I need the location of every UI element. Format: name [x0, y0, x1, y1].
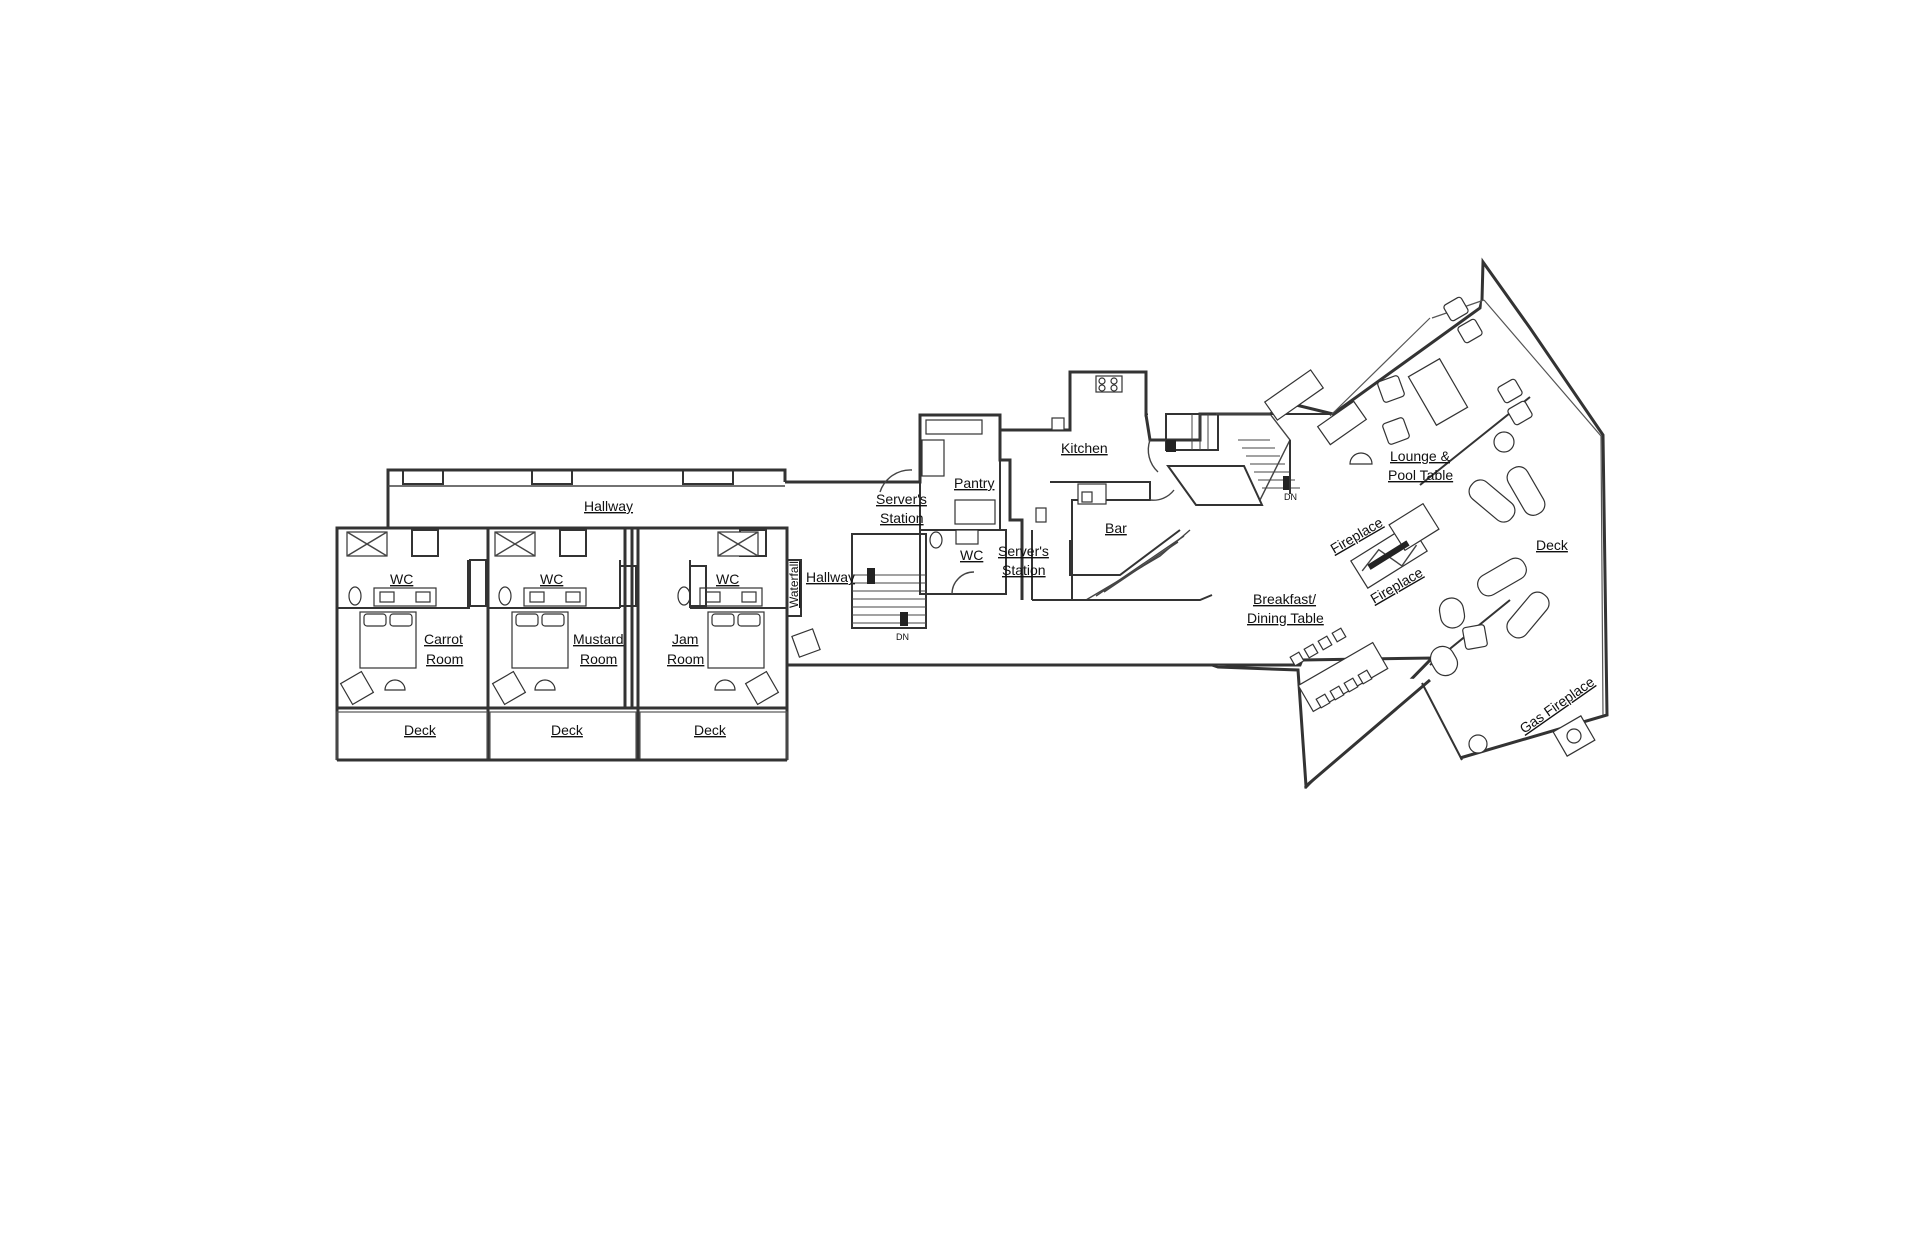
label-servers-station-b-line2: Station: [1002, 562, 1046, 578]
label-servers-station-b-line1: Server's: [998, 543, 1049, 559]
bedroom-furniture: [339, 611, 780, 706]
label-hallway-mid: Hallway: [806, 569, 855, 585]
label-servers-station-a-line1: Server's: [876, 491, 927, 507]
west-wing-walls: [335, 468, 789, 762]
label-servers-station-a-line2: Station: [880, 510, 924, 526]
label-wc-mid: WC: [960, 547, 983, 563]
label-wc-carrot: WC: [390, 571, 413, 587]
label-wc-mustard: WC: [540, 571, 563, 587]
label-waterfall: Waterfall: [787, 561, 801, 608]
label-deck-2: Deck: [551, 722, 584, 738]
bathroom-fixtures: [346, 531, 763, 607]
central-section: [785, 413, 1212, 667]
label-jam-room-line2: Room: [667, 651, 704, 667]
label-dn-east: DN: [1284, 492, 1297, 502]
label-deck-3: Deck: [694, 722, 727, 738]
label-hallway-top: Hallway: [584, 498, 633, 514]
label-kitchen: Kitchen: [1061, 440, 1108, 456]
label-lounge-line2: Pool Table: [1388, 467, 1453, 483]
label-bar: Bar: [1105, 520, 1127, 536]
label-pantry: Pantry: [954, 475, 994, 491]
east-wing-furniture: [1263, 296, 1596, 757]
label-carrot-room-line1: Carrot: [424, 631, 463, 647]
label-deck-right: Deck: [1536, 537, 1569, 553]
label-breakfast-line2: Dining Table: [1247, 610, 1324, 626]
label-wc-jam: WC: [716, 571, 739, 587]
label-dn-mid: DN: [896, 632, 909, 642]
label-carrot-room-line2: Room: [426, 651, 463, 667]
label-deck-1: Deck: [404, 722, 437, 738]
label-lounge-line1: Lounge &: [1390, 448, 1451, 464]
label-mustard-room-line2: Room: [580, 651, 617, 667]
label-mustard-room-line1: Mustard: [573, 631, 624, 647]
label-breakfast-line1: Breakfast/: [1253, 591, 1316, 607]
label-jam-room-line1: Jam: [672, 631, 698, 647]
kitchen-bar: [1000, 370, 1270, 601]
